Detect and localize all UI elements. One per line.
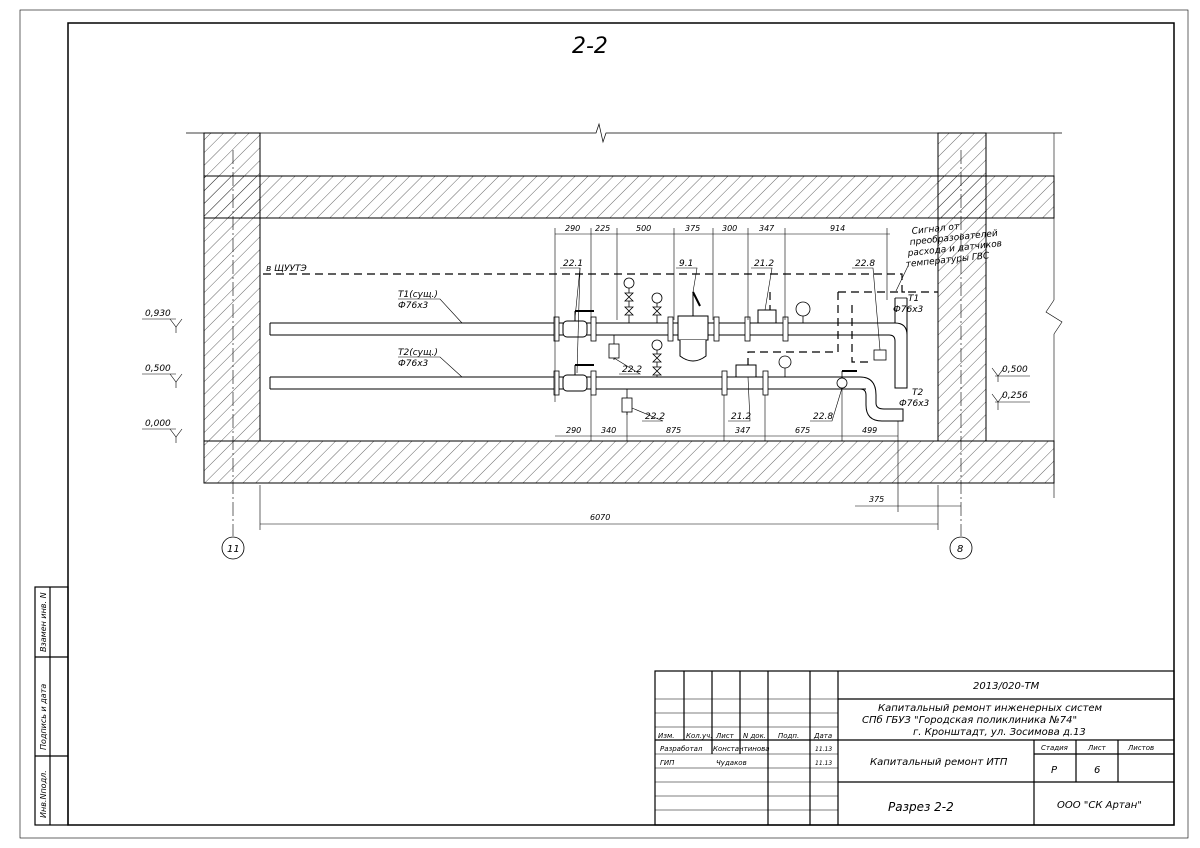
col-header-koluch: Кол.уч. bbox=[686, 732, 712, 740]
axis-marker-11 bbox=[221, 536, 245, 560]
inner-frame bbox=[67, 22, 1175, 826]
row2-name: Чудаков bbox=[716, 759, 747, 767]
company-name: ООО "СК Артан" bbox=[1057, 800, 1142, 811]
elevation-0-000: 0,000 bbox=[145, 419, 171, 429]
project-line-2: СПб ГБУЗ "Городская поликлиника №74" bbox=[862, 714, 1077, 726]
col-header-data: Дата bbox=[813, 732, 832, 740]
dim-bottom-875: 875 bbox=[666, 426, 681, 435]
callout-22-8-top: 22.8 bbox=[855, 259, 875, 269]
callout-21-2-bottom: 21.2 bbox=[731, 412, 751, 422]
dim-bottom-347: 347 bbox=[735, 426, 751, 435]
side-stamp-inventory: Инв.Nподл. bbox=[39, 770, 48, 818]
callout-22-8-bottom: 22.8 bbox=[813, 412, 833, 422]
drawing-name: Разрез 2-2 bbox=[888, 800, 954, 814]
dimensions-overall: 375 6070 bbox=[259, 485, 961, 530]
elevation-0-500: 0,500 bbox=[145, 364, 171, 374]
pipe-t1-name: Т1(сущ.) bbox=[398, 290, 438, 300]
elevation-marks-right: 0,500 0,256 bbox=[991, 365, 1030, 410]
callout-21-2-top: 21.2 bbox=[754, 259, 774, 269]
dim-bottom-675: 675 bbox=[795, 426, 810, 435]
pipe-t1-size: Ф76х3 bbox=[398, 301, 429, 311]
doc-code: 2013/020-ТМ bbox=[973, 681, 1040, 692]
dim-bottom-340: 340 bbox=[601, 426, 616, 435]
pipe-t2-name: Т2(сущ.) bbox=[398, 348, 438, 358]
pipe-t2-size: Ф76х3 bbox=[398, 359, 429, 369]
pipe-t1-right-name: Т1 bbox=[908, 294, 919, 304]
sheet-value: 6 bbox=[1094, 765, 1100, 776]
pipe-t2-right-name: Т2 bbox=[912, 388, 923, 398]
dimensions-bottom: 290 340 875 347 675 499 bbox=[555, 388, 899, 512]
callout-9-1: 9.1 bbox=[679, 259, 693, 269]
section-title: 2-2 bbox=[572, 34, 608, 59]
dim-top-300: 300 bbox=[722, 224, 737, 233]
row1-name: Константинова bbox=[713, 745, 770, 753]
dim-top-500: 500 bbox=[636, 224, 651, 233]
axis-marker-8 bbox=[949, 536, 973, 560]
dim-top-914: 914 bbox=[830, 224, 845, 233]
pipe-t2: Т2(сущ.) Ф76х3 Т2 Ф76х3 bbox=[269, 335, 930, 422]
elevation-right-0-500: 0,500 bbox=[1002, 365, 1028, 375]
side-stamp: Взамен инв. N Подпись и дата Инв.Nподл. bbox=[34, 586, 69, 826]
col-header-podp: Подп. bbox=[778, 732, 799, 740]
col-header-izm: Изм. bbox=[658, 732, 674, 740]
dim-375: 375 bbox=[869, 495, 884, 504]
pipe-t1-right-size: Ф76х3 bbox=[893, 305, 924, 315]
sheets-header: Листов bbox=[1127, 744, 1154, 752]
dim-top-225: 225 bbox=[595, 224, 610, 233]
row1-date: 11.13 bbox=[815, 746, 832, 753]
dim-bottom-290: 290 bbox=[566, 426, 581, 435]
callout-22-1: 22.1 bbox=[563, 259, 583, 269]
axis-lines: 11 8 bbox=[221, 150, 973, 560]
title-block: 2013/020-ТМ Капитальный ремонт инженерны… bbox=[654, 670, 1175, 826]
dimensions-top: 290 225 500 375 300 347 914 bbox=[554, 224, 890, 402]
pipe-t1: Т1(сущ.) Ф76х3 Т1 Ф76х3 bbox=[269, 277, 924, 389]
col-header-ndok: N док. bbox=[743, 732, 766, 740]
label-shchuute: в ЩУУТЭ bbox=[266, 264, 307, 274]
elevation-0-930: 0,930 bbox=[145, 309, 171, 319]
dim-total-6070: 6070 bbox=[590, 513, 610, 522]
signal-lines: в ЩУУТЭ Сигнал от преобразователей расхо… bbox=[263, 222, 1003, 365]
callout-22-2-b: 22.2 bbox=[645, 412, 665, 422]
work-title: Капитальный ремонт ИТП bbox=[870, 757, 1008, 768]
row2-date: 11.13 bbox=[815, 760, 832, 767]
side-stamp-replace: Взамен инв. N bbox=[39, 592, 48, 652]
callouts: 22.1 9.1 21.2 22.8 22.2 22.2 21.2 22.8 bbox=[560, 259, 881, 422]
axis-label-8: 8 bbox=[957, 544, 963, 555]
side-stamp-signature: Подпись и дата bbox=[39, 684, 48, 750]
pipe-t2-right-size: Ф76х3 bbox=[899, 399, 930, 409]
row1-role: Разработал bbox=[660, 745, 703, 753]
callout-22-2-a: 22.2 bbox=[622, 365, 642, 375]
project-line-1: Капитальный ремонт инженерных систем bbox=[878, 703, 1103, 714]
break-line bbox=[186, 122, 1062, 144]
dim-top-347: 347 bbox=[759, 224, 775, 233]
sheet-header: Лист bbox=[1087, 744, 1107, 752]
stage-header: Стадия bbox=[1041, 744, 1068, 752]
dim-bottom-499: 499 bbox=[862, 426, 877, 435]
outer-border bbox=[19, 9, 1189, 839]
row2-role: ГИП bbox=[660, 759, 675, 767]
axis-label-11: 11 bbox=[227, 544, 240, 555]
dim-top-290: 290 bbox=[565, 224, 580, 233]
dim-top-375: 375 bbox=[685, 224, 700, 233]
elevation-marks-left: 0,930 0,500 0,000 bbox=[142, 309, 183, 443]
col-header-list: Лист bbox=[715, 732, 735, 740]
elevation-right-0-256: 0,256 bbox=[1002, 391, 1028, 401]
building-walls bbox=[203, 132, 1063, 498]
project-line-3: г. Кронштадт, ул. Зосимова д.13 bbox=[913, 727, 1086, 738]
stage-value: Р bbox=[1051, 765, 1058, 776]
